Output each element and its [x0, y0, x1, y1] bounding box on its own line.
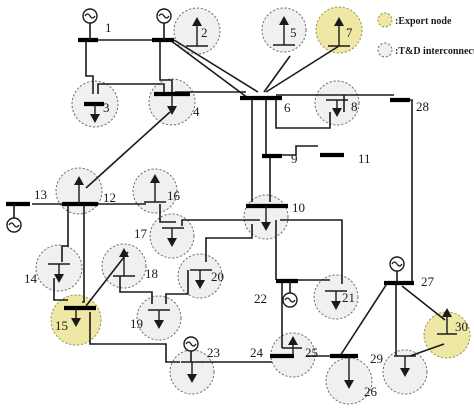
- generators: [6, 8, 405, 362]
- down-arrow-icon: [325, 290, 347, 310]
- transmission-lines: [32, 39, 446, 363]
- down-arrow-icon: [326, 99, 348, 117]
- generator-icon: [82, 8, 98, 40]
- down-arrow-icon: [48, 263, 70, 283]
- line-3-4: [97, 83, 165, 94]
- line-27-28: [400, 99, 413, 282]
- bus-label-18: 18: [145, 266, 158, 281]
- bus-label-8: 8: [351, 99, 358, 114]
- bus-label-13: 13: [34, 187, 47, 202]
- bus-label-3: 3: [103, 100, 110, 115]
- line-5-7: [263, 55, 291, 93]
- down-arrow-icon: [394, 355, 416, 377]
- up-arrow-icon: [437, 308, 457, 335]
- line-19-20: [165, 270, 189, 304]
- bus-label-20: 20: [211, 269, 224, 284]
- up-arrow-icon: [328, 17, 350, 47]
- up-arrow-icon: [273, 16, 295, 46]
- line-6-8: [275, 98, 331, 129]
- bus-label-22: 22: [254, 291, 267, 306]
- bus-label-21: 21: [342, 290, 355, 305]
- up-arrow-icon: [74, 176, 84, 204]
- down-arrow-icon: [90, 104, 100, 123]
- bus-label-1: 1: [105, 20, 112, 35]
- down-arrow-icon: [344, 356, 354, 389]
- line-25-27: [339, 281, 389, 357]
- bus-label-6: 6: [284, 100, 291, 115]
- bus-labels: 1 2 3 4 5 6 7 8 9 10 11 12 13 14 15 16 1…: [24, 20, 468, 399]
- bus-label-12: 12: [103, 190, 116, 205]
- line-2-6: [169, 39, 249, 99]
- line-10-20: [205, 224, 253, 262]
- line-10-17: [181, 219, 260, 226]
- line-16-17: [159, 204, 176, 223]
- bus-label-23: 23: [207, 345, 220, 360]
- bus-label-2: 2: [201, 25, 208, 40]
- up-arrow-icon: [144, 174, 166, 203]
- line-12-14: [61, 204, 69, 262]
- up-arrow-icon: [288, 336, 298, 356]
- down-arrow-icon: [71, 308, 81, 327]
- down-arrow-icon: [181, 361, 203, 383]
- up-arrow-icon: [186, 17, 208, 47]
- bus-label-16: 16: [167, 188, 181, 203]
- line-2-5: [173, 39, 259, 93]
- legend: :Export node :T&D interconnection: [377, 12, 474, 58]
- generator-icon: [6, 204, 22, 233]
- bus-label-24: 24: [250, 345, 264, 360]
- bus-label-28: 28: [416, 99, 429, 114]
- line-15-18: [85, 251, 129, 307]
- bus-label-4: 4: [193, 104, 200, 119]
- line-27-30: [401, 285, 446, 321]
- bus-label-27: 27: [421, 274, 435, 289]
- line-2-4: [159, 40, 173, 94]
- line-15-23: [89, 312, 180, 363]
- line-4-12: [85, 111, 171, 189]
- generator-icon: [156, 8, 172, 40]
- line-12-15: [82, 204, 85, 303]
- legend-export-label: :Export node: [395, 16, 452, 27]
- legend-export-swatch: [377, 12, 393, 28]
- down-arrow-icon: [148, 309, 170, 329]
- line-14-15: [53, 278, 68, 301]
- bus-label-17: 17: [134, 226, 148, 241]
- line-29-30: [409, 343, 445, 357]
- generator-icon: [282, 281, 298, 308]
- generator-icon: [183, 336, 199, 362]
- bus-label-26: 26: [364, 384, 378, 399]
- bus-label-14: 14: [24, 271, 38, 286]
- down-arrow-icon: [190, 269, 212, 289]
- line-10-21: [280, 219, 343, 284]
- up-arrow-icon: [113, 248, 135, 277]
- loads: [48, 16, 457, 389]
- legend-td-swatch: [377, 42, 393, 58]
- line-18-19: [119, 276, 153, 304]
- down-arrow-icon: [167, 94, 177, 115]
- line-1-3: [85, 40, 94, 94]
- legend-td-label: :T&D interconnection: [395, 46, 474, 57]
- down-arrow-icon: [162, 227, 184, 247]
- bus-label-10: 10: [292, 200, 305, 215]
- bus-label-5: 5: [290, 25, 297, 40]
- bus-label-11: 11: [358, 151, 371, 166]
- bus-label-9: 9: [291, 151, 298, 166]
- bus-label-30: 30: [455, 319, 468, 334]
- bus-label-7: 7: [346, 25, 353, 40]
- bus-label-19: 19: [130, 316, 143, 331]
- generator-icon: [389, 256, 405, 283]
- line-6-7: [265, 45, 340, 93]
- bus-label-29: 29: [370, 351, 383, 366]
- down-arrow-icon: [261, 206, 271, 231]
- bus-label-25: 25: [305, 345, 318, 360]
- buses: [6, 37, 414, 359]
- bus-label-15: 15: [55, 318, 68, 333]
